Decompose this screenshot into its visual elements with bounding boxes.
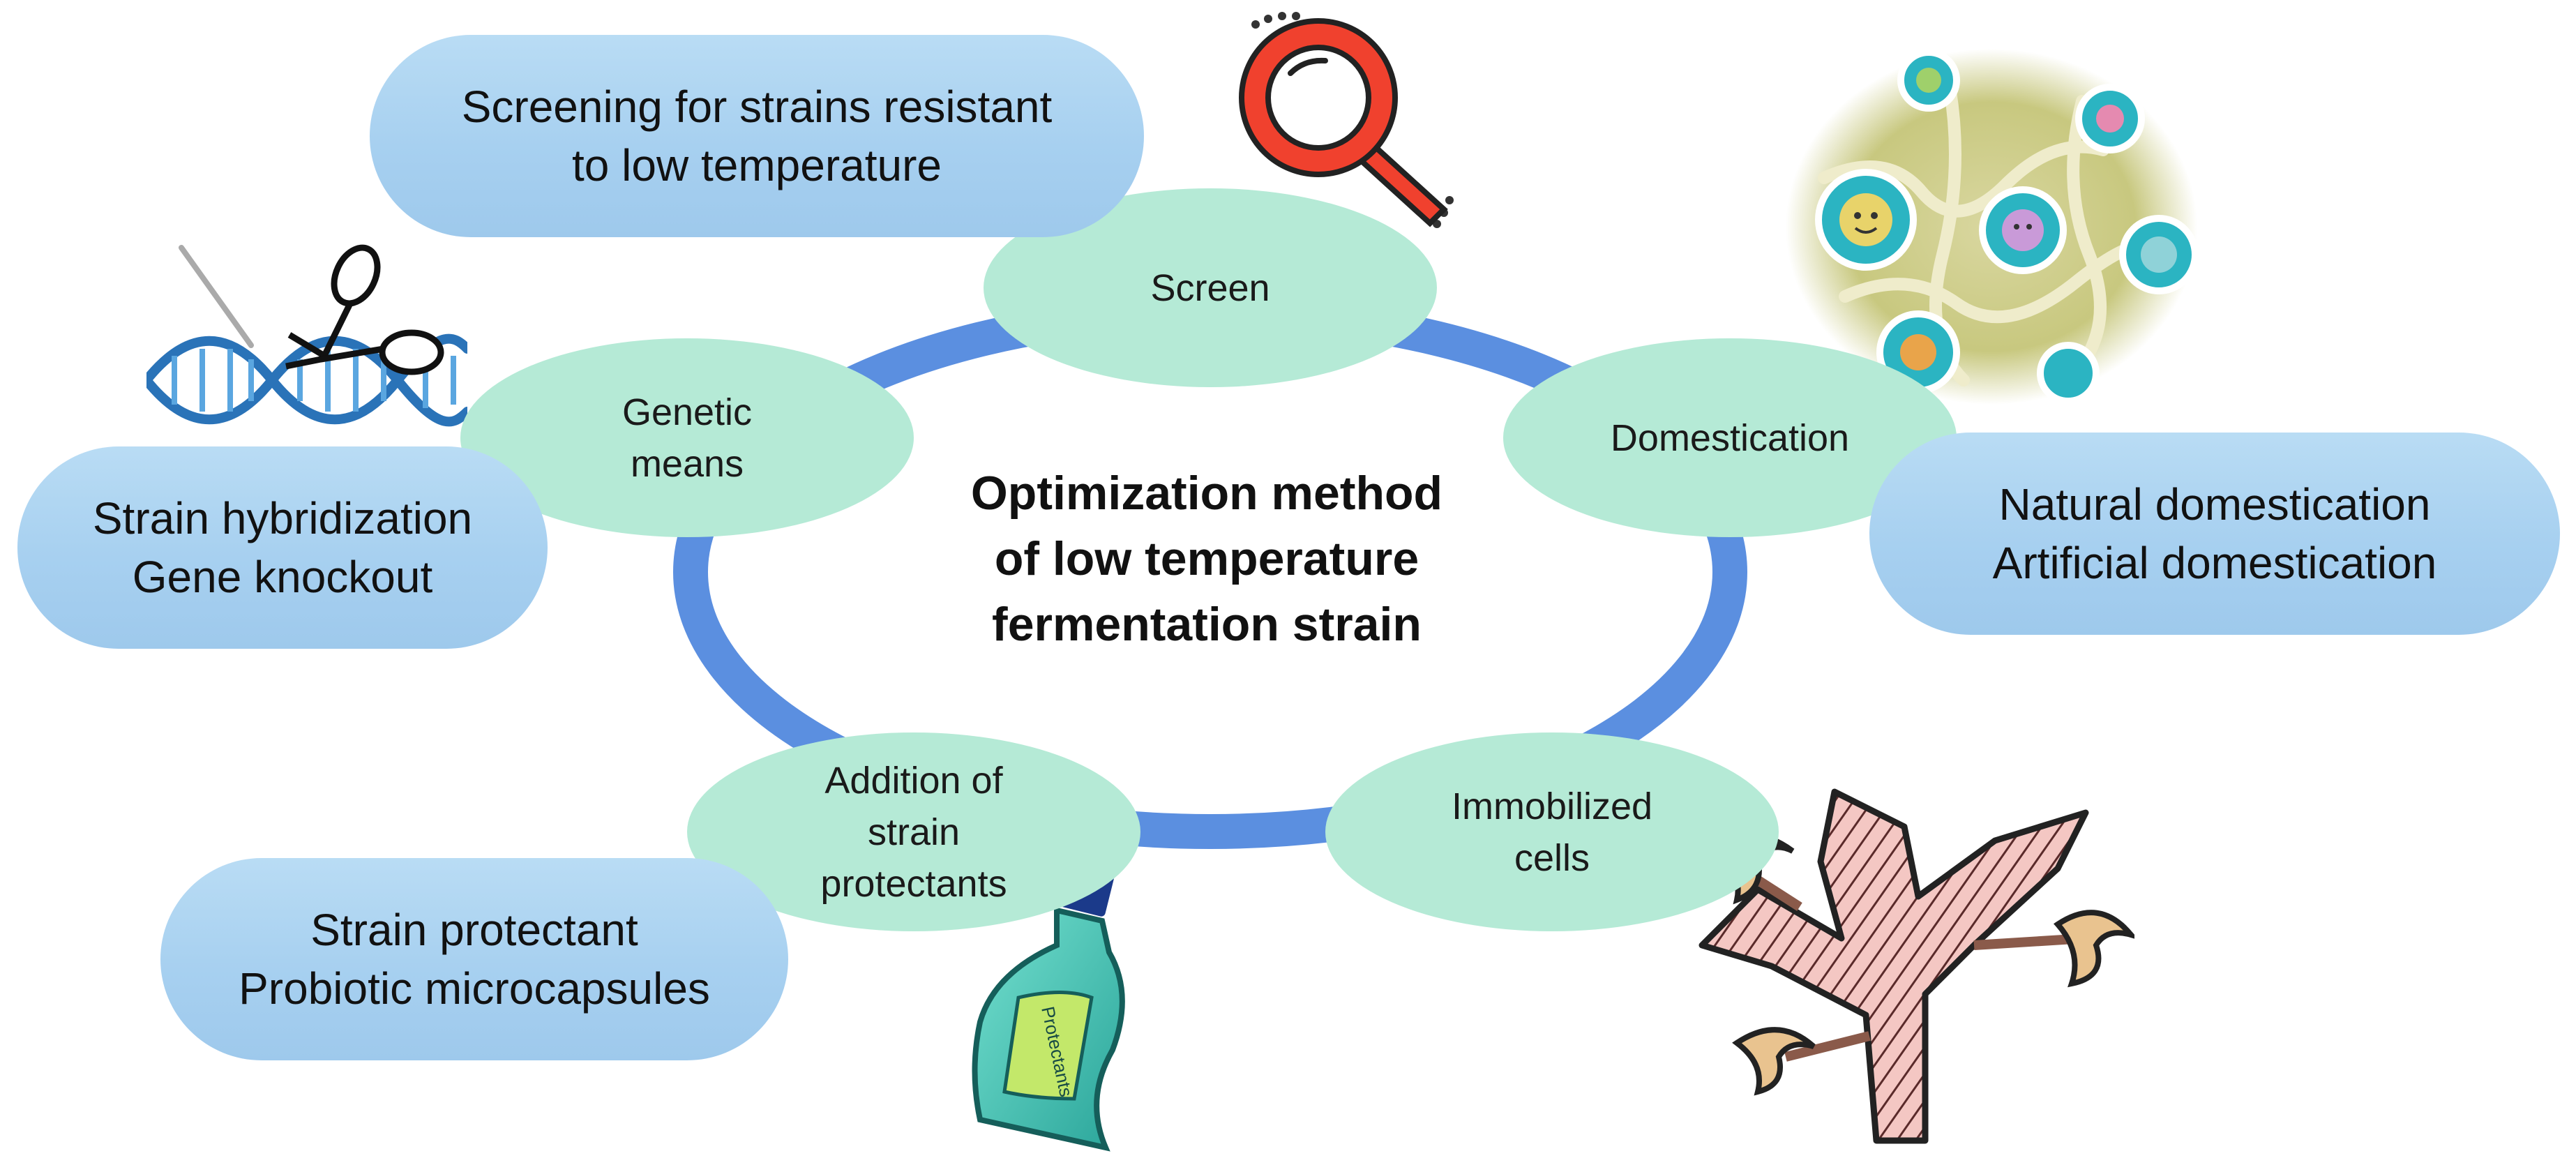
box-genetic-means: Strain hybridization Gene knockout [17, 446, 548, 649]
node-immobilized-cells: Immobilized cells [1325, 732, 1779, 931]
node-strain-protectants: Addition of strain protectants [687, 732, 1140, 931]
magnifier-icon [1239, 12, 1454, 228]
box-screening: Screening for strains resistant to low t… [370, 35, 1144, 237]
box-protectants: Strain protectant Probiotic microcapsule… [160, 858, 788, 1060]
box-domestication: Natural domestication Artificial domesti… [1869, 433, 2560, 635]
diagram-title: Optimization method of low temperature f… [970, 467, 1443, 651]
dna-scissors-icon [146, 244, 467, 427]
